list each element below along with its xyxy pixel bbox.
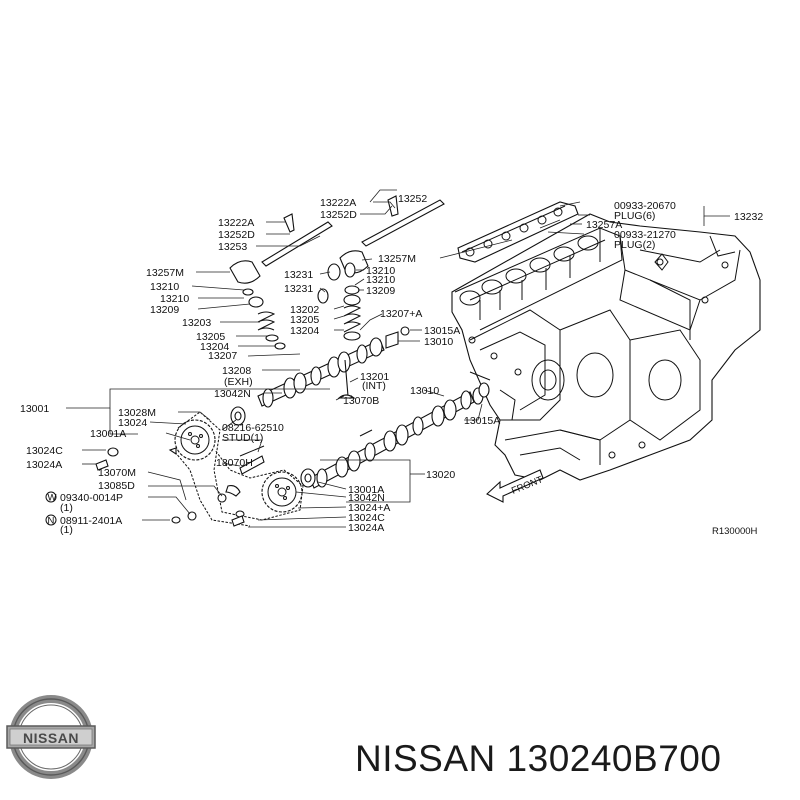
- label-13210-b: 13210: [160, 293, 189, 305]
- label-13257m-left: 13257M: [146, 267, 184, 279]
- label-13085d: 13085D: [98, 480, 135, 492]
- nissan-logo: NISSAN: [6, 695, 96, 779]
- label-13231-b: 13231: [284, 283, 313, 295]
- timing-sprockets: [95, 411, 304, 527]
- label-13201: 13201: [360, 371, 389, 383]
- label-13210-c: 13210: [366, 265, 395, 277]
- label-13205-a: 13205: [290, 314, 319, 326]
- label-08216: 08216-62510: [222, 422, 284, 434]
- label-00933-20670: 00933-20670: [614, 200, 676, 212]
- reference-code: R130000H: [712, 526, 758, 537]
- label-13010-a: 13010: [424, 336, 453, 348]
- label-13252d-left: 13252D: [218, 229, 255, 241]
- label-13207: 13207: [208, 350, 237, 362]
- label-13042n-a: 13042N: [214, 388, 251, 400]
- part-number: 130240B700: [506, 738, 722, 779]
- label-13001a-b: 13001A: [348, 484, 384, 496]
- label-13209-b: 13209: [366, 285, 395, 297]
- label-13203: 13203: [182, 317, 211, 329]
- circle-n-letter: N: [48, 516, 55, 527]
- label-13024c-b: 13024C: [348, 512, 385, 524]
- label-13257a: 13257A: [586, 219, 622, 231]
- label-13257m-mid: 13257M: [378, 253, 416, 265]
- circle-w-letter: W: [48, 493, 57, 504]
- label-13042n-b: 13042N: [348, 492, 385, 504]
- label-13024: 13024: [118, 417, 147, 429]
- circle-w-marker: [45, 491, 57, 503]
- label-13070b: 13070B: [343, 395, 379, 407]
- label-13208: 13208: [222, 365, 251, 377]
- label-13001: 13001: [20, 403, 49, 415]
- label-13205-b: 13205: [196, 331, 225, 343]
- label-13001a-a: 13001A: [90, 428, 126, 440]
- label-13207a: 13207+A: [380, 308, 422, 320]
- label-13024a-a: 13024A: [26, 459, 62, 471]
- label-13222a-top: 13222A: [320, 197, 356, 209]
- label-08911: 08911-2401A: [60, 515, 122, 527]
- label-13015a-a: 13015A: [424, 325, 460, 337]
- label-13070m: 13070M: [98, 467, 136, 479]
- label-13015a-b: 13015A: [464, 415, 500, 427]
- label-09340: 09340-0014P: [60, 492, 123, 504]
- label-13070h: 13070H: [216, 457, 253, 469]
- label-08911-qty: (1): [60, 524, 73, 536]
- brand-name: NISSAN: [355, 738, 496, 779]
- label-13024a-plus: 13024+A: [348, 502, 390, 514]
- label-13010-b: 13010: [410, 385, 439, 397]
- label-13252-top: 13252: [398, 193, 427, 205]
- label-13232: 13232: [734, 211, 763, 223]
- label-13210-d: 13210: [366, 274, 395, 286]
- label-13024c-a: 13024C: [26, 445, 63, 457]
- rocker-shaft-parts: [229, 195, 445, 350]
- label-13028m: 13028M: [118, 407, 156, 419]
- label-13231-a: 13231: [284, 269, 313, 281]
- label-13253: 13253: [218, 241, 247, 253]
- label-13252d-top: 13252D: [320, 209, 357, 221]
- label-00933-21270-plug: PLUG(2): [614, 239, 655, 251]
- label-13024a-b: 13024A: [348, 522, 384, 534]
- leader-lines: [66, 189, 730, 528]
- part-number-caption: NISSAN 130240B700: [355, 738, 721, 780]
- label-13020: 13020: [426, 469, 455, 481]
- label-00933-20670-plug: PLUG(6): [614, 210, 655, 222]
- label-13210-a: 13210: [150, 281, 179, 293]
- label-13202: 13202: [290, 304, 319, 316]
- label-13209-a: 13209: [150, 304, 179, 316]
- label-13208-exh: (EXH): [224, 376, 253, 388]
- label-13204-b: 13204: [200, 341, 229, 353]
- camshafts: [230, 337, 490, 489]
- engine-block-drawing: [451, 201, 761, 481]
- nissan-logo-text: NISSAN: [23, 730, 79, 746]
- label-13222a-left: 13222A: [218, 217, 254, 229]
- label-00933-21270: 00933-21270: [614, 229, 676, 241]
- part-labels: 13252 13222A 13252D 13222A 13252D 13253 …: [20, 193, 763, 537]
- label-13204-a: 13204: [290, 325, 319, 337]
- label-09340-qty: (1): [60, 502, 73, 514]
- label-08216-stud: STUD(1): [222, 432, 263, 444]
- circle-n-marker: [45, 514, 57, 526]
- label-13201-int: (INT): [362, 380, 386, 392]
